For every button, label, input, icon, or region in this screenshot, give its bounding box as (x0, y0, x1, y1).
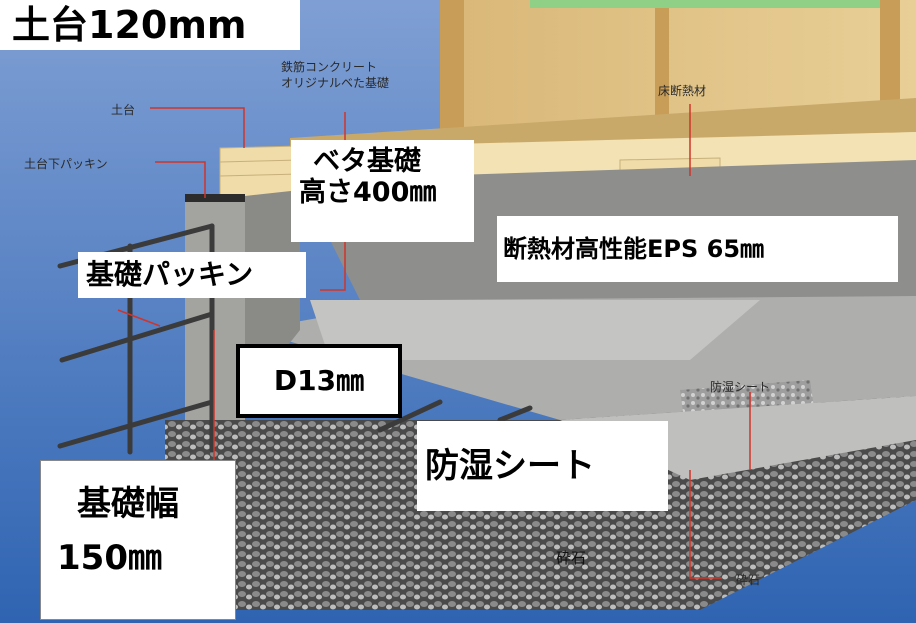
callout-eps-insulation: 断熱材高性能EPS 65㎜ (497, 216, 898, 282)
callout-rebar-size: D13㎜ (236, 344, 402, 418)
label-gravel: 砕石 (736, 573, 761, 587)
callout-gravel: 砕石 (556, 549, 587, 567)
packing-strip (185, 194, 245, 202)
callout-foundation-packing: 基礎パッキン (78, 252, 306, 298)
label-moisture-sheet: 防湿シート (710, 380, 771, 394)
label-rc-line1: 鉄筋コンクリート (281, 60, 378, 74)
callout-dodai-size: 土台120mm (0, 0, 300, 50)
callout-beta-line2: 高さ400㎜ (299, 177, 437, 209)
callout-beta-foundation: ベタ基礎 高さ400㎜ (291, 140, 474, 242)
label-rc-foundation: 鉄筋コンクリート オリジナルベた基礎 (281, 60, 389, 91)
callout-moisture-sheet: 防湿シート (417, 421, 668, 511)
floor-board (290, 98, 916, 150)
label-rc-line2: オリジナルベた基礎 (281, 75, 390, 90)
callout-width-line1: 基礎幅 (77, 484, 179, 524)
callout-width-line2: 150㎜ (57, 538, 162, 579)
callout-beta-line1: ベタ基礎 (313, 146, 421, 177)
label-floor-insulation: 床断熱材 (658, 84, 707, 98)
label-dodai: 土台 (111, 103, 136, 117)
dodai-sill (219, 145, 301, 199)
label-under-sill-packing: 土台下パッキン (24, 157, 108, 171)
callout-foundation-width: 基礎幅 150㎜ (40, 460, 236, 620)
